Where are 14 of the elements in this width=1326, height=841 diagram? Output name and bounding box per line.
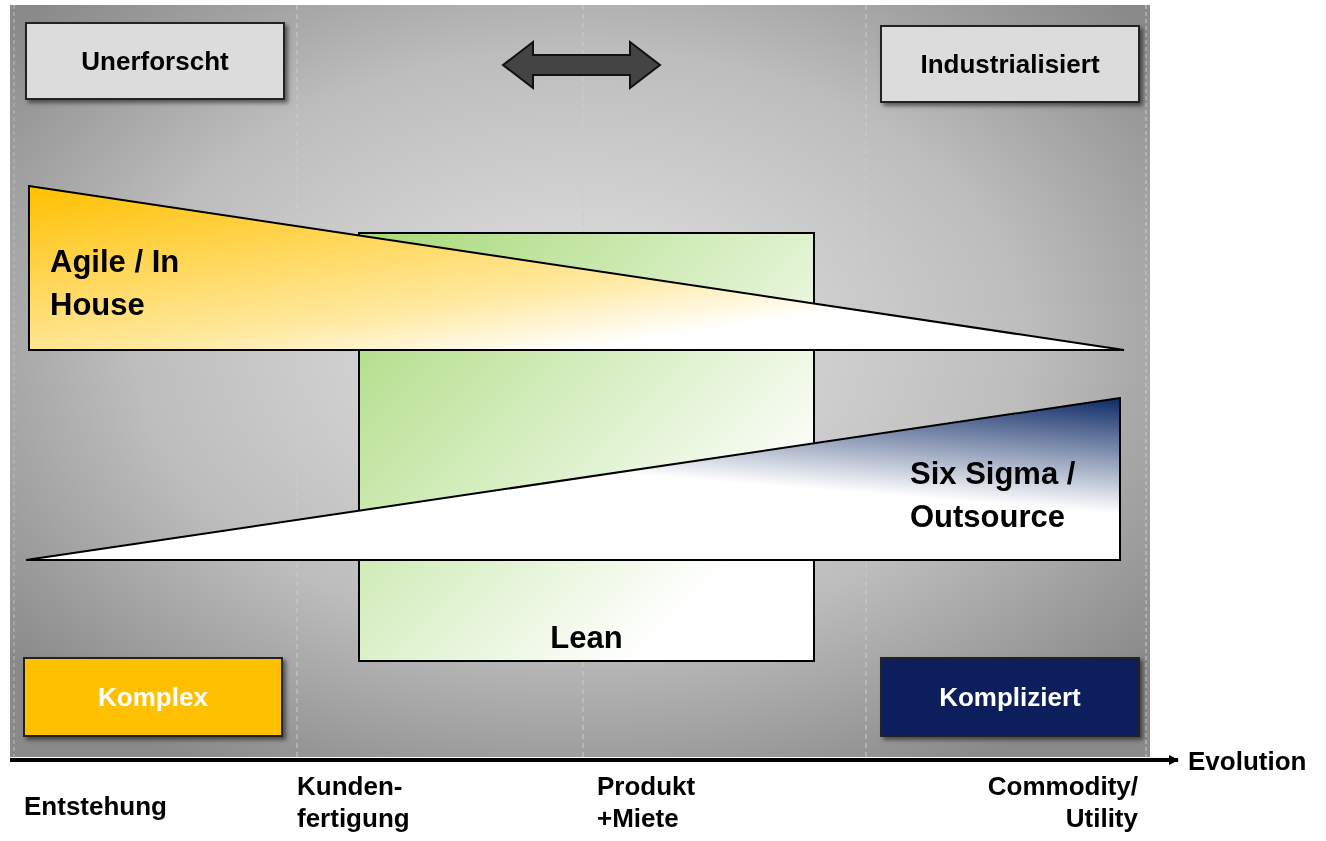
stage-box: Unerforscht	[25, 22, 285, 100]
method-label: Six Sigma / Outsource	[910, 455, 1077, 536]
domain-box: Komplex	[23, 657, 283, 737]
method-label: Agile / In House	[50, 243, 181, 324]
stage-label: Commodity/ Utility	[986, 770, 1138, 834]
stage-label: Kunden- fertigung	[297, 770, 411, 834]
stage-box: Industrialisiert	[880, 25, 1140, 103]
method-triangle	[28, 185, 1125, 351]
domain-box: Kompliziert	[880, 657, 1140, 737]
stage-label: Produkt +Miete	[597, 770, 697, 834]
method-triangle	[25, 397, 1121, 561]
stage-label: Entstehung	[24, 790, 168, 822]
axis-label: Evolution	[1188, 745, 1308, 777]
method-label: Lean	[549, 620, 624, 656]
